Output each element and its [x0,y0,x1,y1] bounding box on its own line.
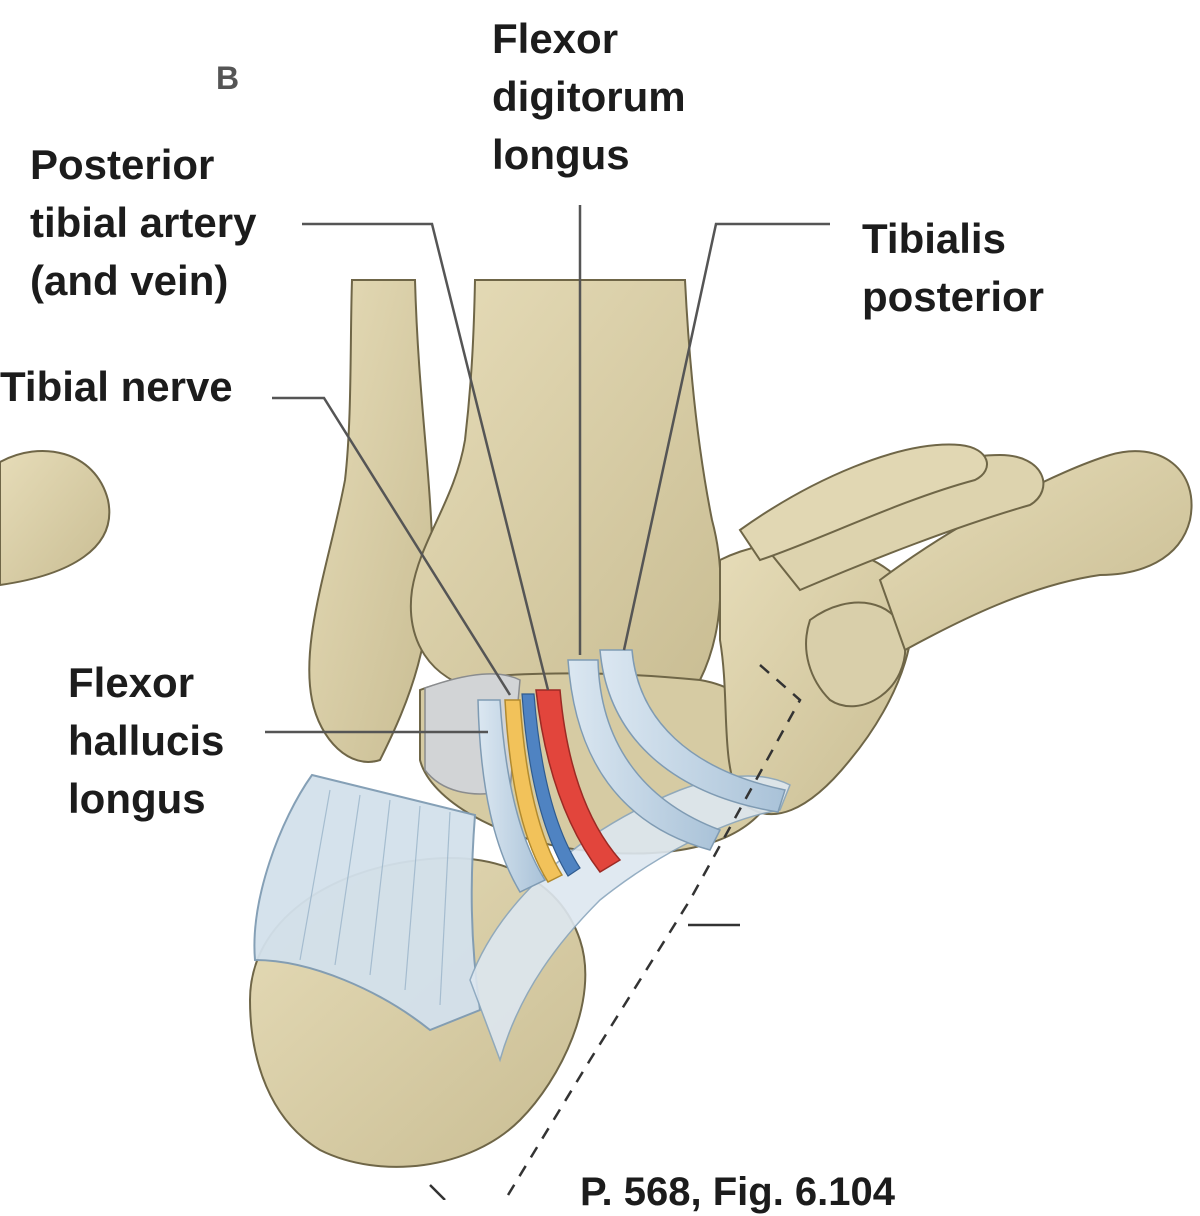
label-line: Flexor [68,659,195,706]
label-line: Flexor [492,15,619,62]
reference-tick-bottom [429,1184,446,1201]
panel-letter: B [216,60,240,96]
fibula-bone [308,279,434,763]
tendon-vessel-bundle [477,649,786,893]
opposite-heel-bone [0,450,111,587]
posterior-tibial-artery-structure [535,689,622,873]
label-line: Tibialis [862,215,1006,262]
label-line: posterior [862,273,1045,320]
label-line: longus [492,131,630,178]
label-line: (and vein) [30,257,229,304]
label-line: Posterior [30,141,215,188]
tendon-fibers [299,789,451,1006]
label-tibialis-posterior: Tibialis posterior [862,210,1044,326]
tibial-nerve-structure [504,699,564,883]
metatarsal-3 [738,443,988,562]
label-posterior-tibial-artery: Posterior tibial artery (and vein) [30,136,256,310]
figure-page-reference: P. 568, Fig. 6.104 [580,1170,896,1214]
leader-tibial-nerve [272,396,512,696]
label-line: hallucis [68,717,225,764]
label-tibial-nerve: Tibial nerve [0,358,233,416]
leader-posterior-tibial-artery [302,222,550,691]
posterior-tibial-vein [521,693,581,877]
label-flexor-digitorum-longus: Flexor digitorum longus [492,10,686,184]
label-line: longus [68,775,206,822]
tibialis-posterior-tendon [599,649,786,813]
flexor-digitorum-longus-tendon [567,659,722,851]
flexor-hallucis-longus-tendon [477,699,547,893]
leader-tibialis-posterior [622,222,830,651]
label-flexor-hallucis-longus: Flexor hallucis longus [68,654,224,828]
navicular-bone [805,601,907,708]
tibia-bone [409,279,722,698]
calcaneal-tendon [253,773,482,1032]
label-line: tibial artery [30,199,257,246]
label-line: digitorum [492,73,686,120]
leader-lines [265,205,830,734]
label-line: Tibial nerve [0,363,233,410]
